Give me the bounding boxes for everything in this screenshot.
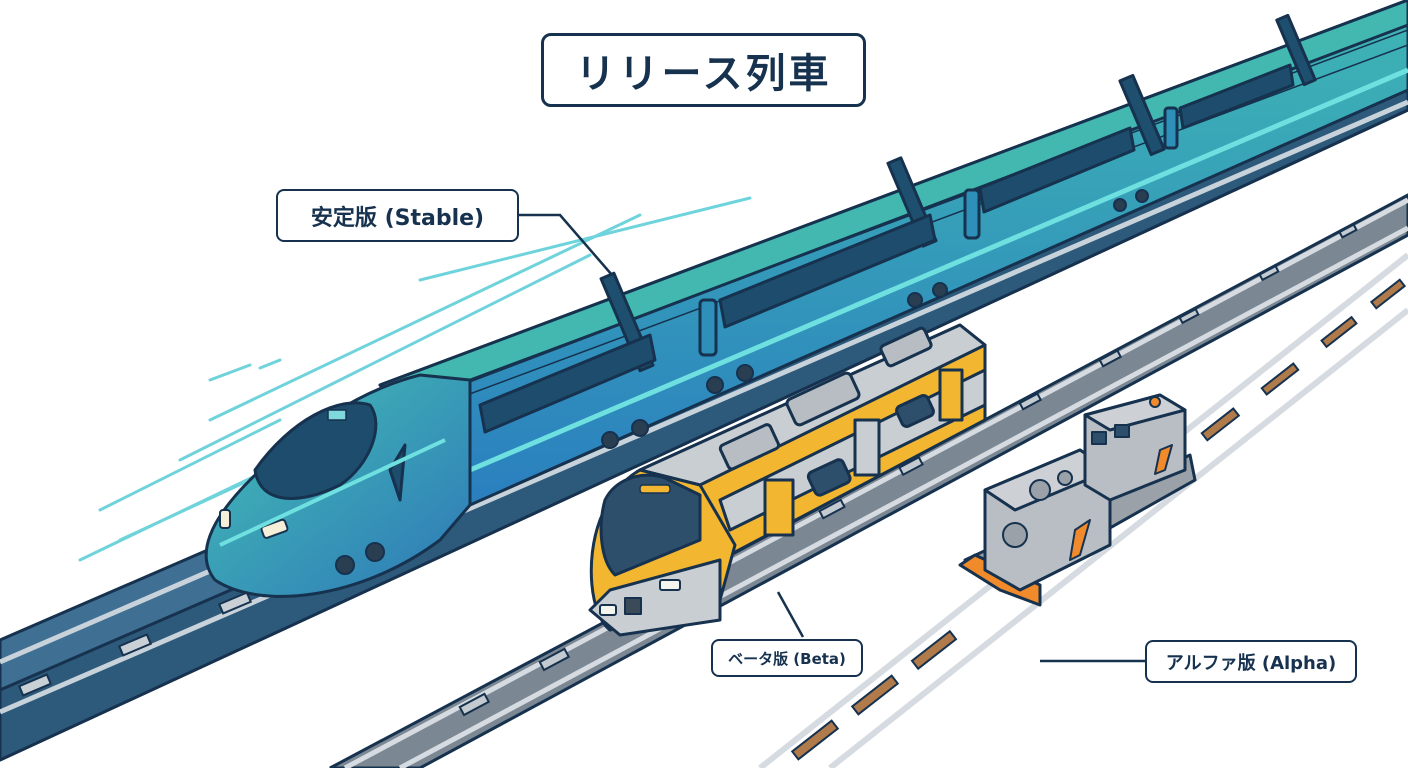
beta-label: ベータ版 (Beta) bbox=[711, 639, 863, 677]
beta-track-sleepers bbox=[458, 223, 1358, 717]
speed-lines-icon bbox=[78, 196, 752, 562]
alpha-diesel-locomotive bbox=[958, 393, 1197, 607]
alpha-label: アルファ版 (Alpha) bbox=[1145, 640, 1357, 683]
stable-label: 安定版 (Stable) bbox=[276, 189, 519, 242]
leader-lines bbox=[519, 213, 1145, 663]
stable-bullet-train bbox=[204, 0, 1408, 598]
beta-commuter-train bbox=[588, 323, 987, 637]
page-title: リリース列車 bbox=[541, 33, 866, 107]
